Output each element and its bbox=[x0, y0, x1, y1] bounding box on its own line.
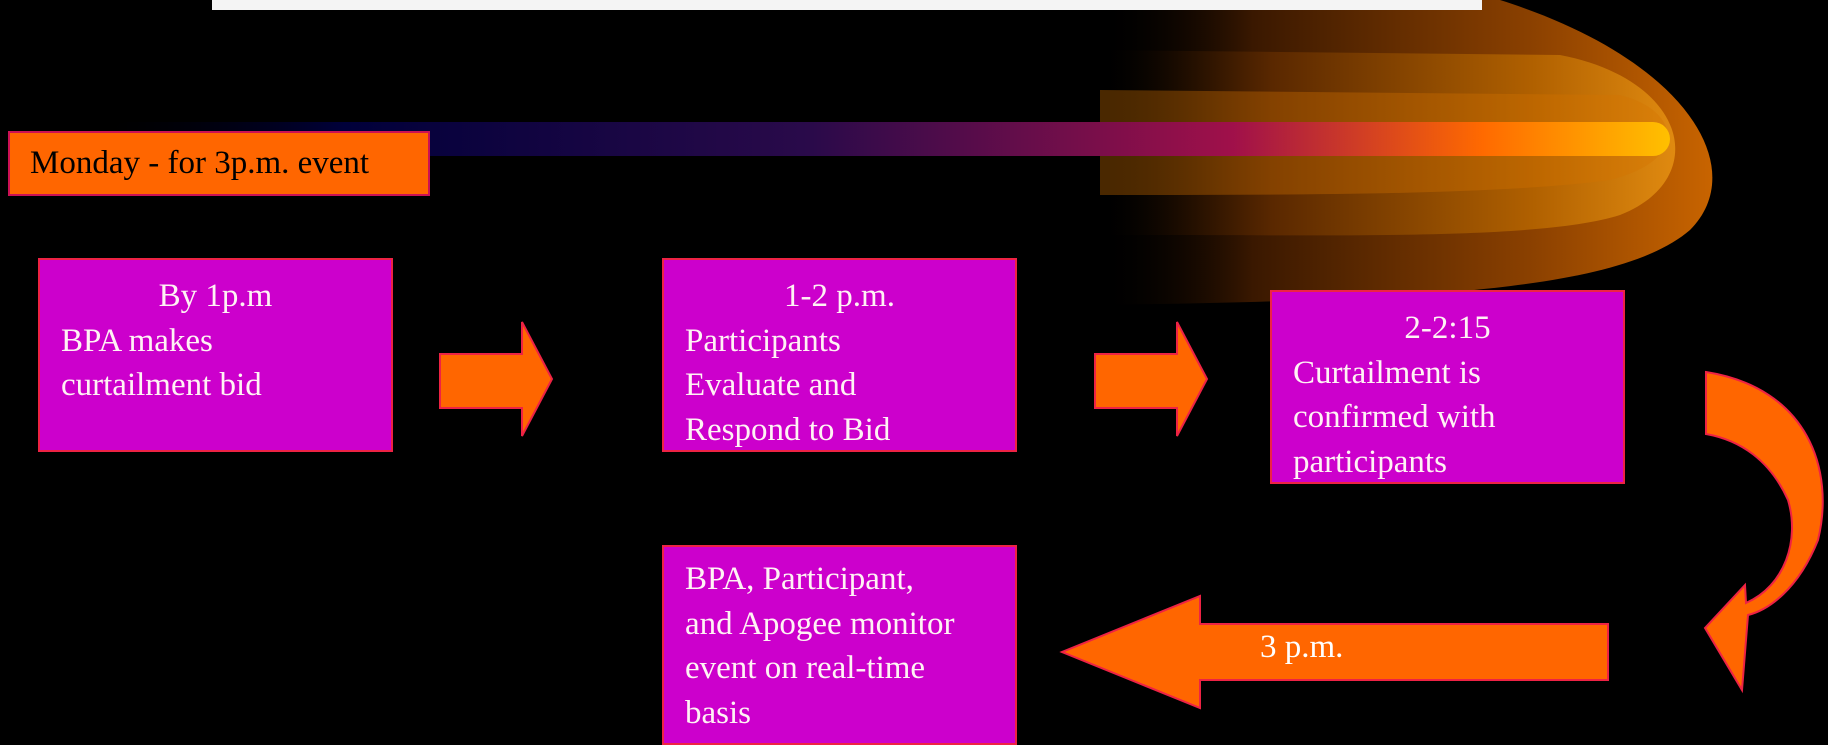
arrow-time-label: 3 p.m. bbox=[1260, 629, 1344, 665]
title-letter-fragment bbox=[1085, 0, 1103, 9]
step-time: 2-2:15 bbox=[1404, 310, 1491, 346]
left-arrow bbox=[1059, 594, 1609, 710]
title-underline bbox=[212, 0, 1482, 10]
step-box-2: 1-2 p.m. Participants Evaluate and Respo… bbox=[662, 258, 1017, 452]
step-time: 1-2 p.m. bbox=[784, 278, 895, 314]
step-time: By 1p.m bbox=[158, 278, 273, 314]
right-arrow-2 bbox=[1094, 321, 1209, 437]
step-description: Participants Evaluate and Respond to Bid bbox=[685, 322, 891, 448]
step-description: BPA, Participant, and Apogee monitor eve… bbox=[685, 561, 955, 731]
step-description: Curtailment is confirmed with participan… bbox=[1293, 354, 1496, 480]
step-box-3: 2-2:15 Curtailment is confirmed with par… bbox=[1270, 290, 1625, 484]
step-description: BPA makes curtailment bid bbox=[61, 322, 262, 404]
step-box-1: By 1p.m BPA makes curtailment bid bbox=[38, 258, 393, 452]
right-arrow-1 bbox=[439, 321, 554, 437]
step-box-4: BPA, Participant, and Apogee monitor eve… bbox=[662, 545, 1017, 745]
curved-arrow bbox=[1703, 370, 1824, 694]
day-label: Monday - for 3p.m. event bbox=[8, 131, 430, 196]
